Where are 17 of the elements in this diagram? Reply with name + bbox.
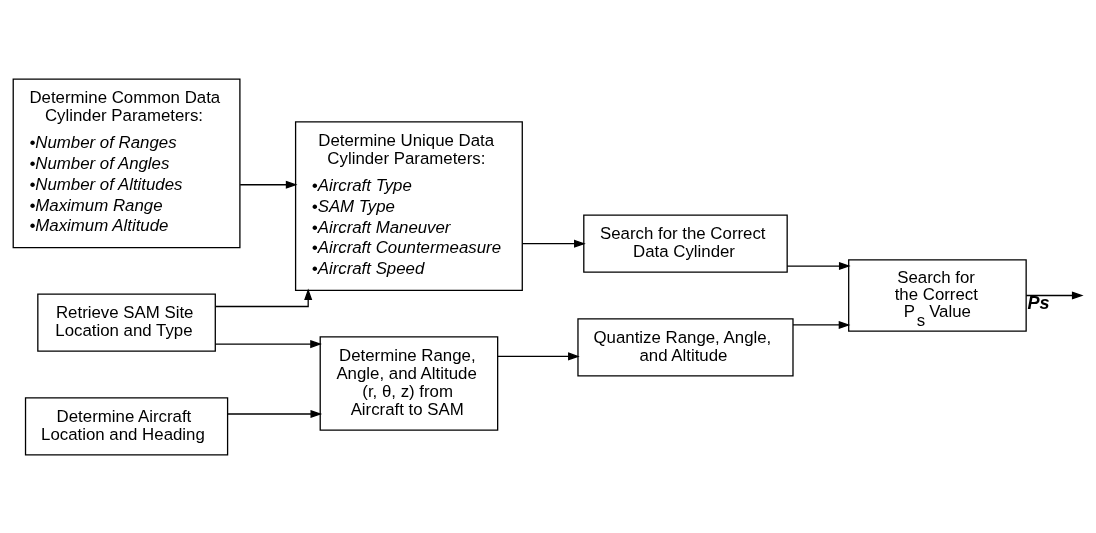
arrow [215,287,313,307]
node-box: Determine Unique Data Cylinder Parameters: •Aircraft Type •SAM Type •Aircraft Maneuver •Aircraft Countermeasure •Aircraft Speed [294,120,523,291]
arrow [239,180,298,189]
arrow [497,351,580,360]
arrow [1025,290,1084,300]
node-box: Determine Aircraft Location and Heading [24,396,229,455]
arrow [214,339,322,348]
node-box: Quantize Range, Angle, and Altitude [577,317,794,376]
edge-label: Ps [1027,292,1050,313]
node-box: Determine Range, Angle, and Altitude (r, θ, z) from Aircraft to SAM [319,335,499,431]
node-box: Determine Common Data Cylinder Parameters: •Number of Ranges •Number of Angles •Number of Altitudes •Maximum Range •Maximum Altitude [12,78,241,248]
arrow [792,320,851,329]
arrow [521,239,586,248]
arrow [786,261,851,270]
node-box: Retrieve SAM Site Location and Type [37,293,216,352]
arrow [227,409,323,418]
node-box: Search for the Correct Data Cylinder [583,214,788,273]
